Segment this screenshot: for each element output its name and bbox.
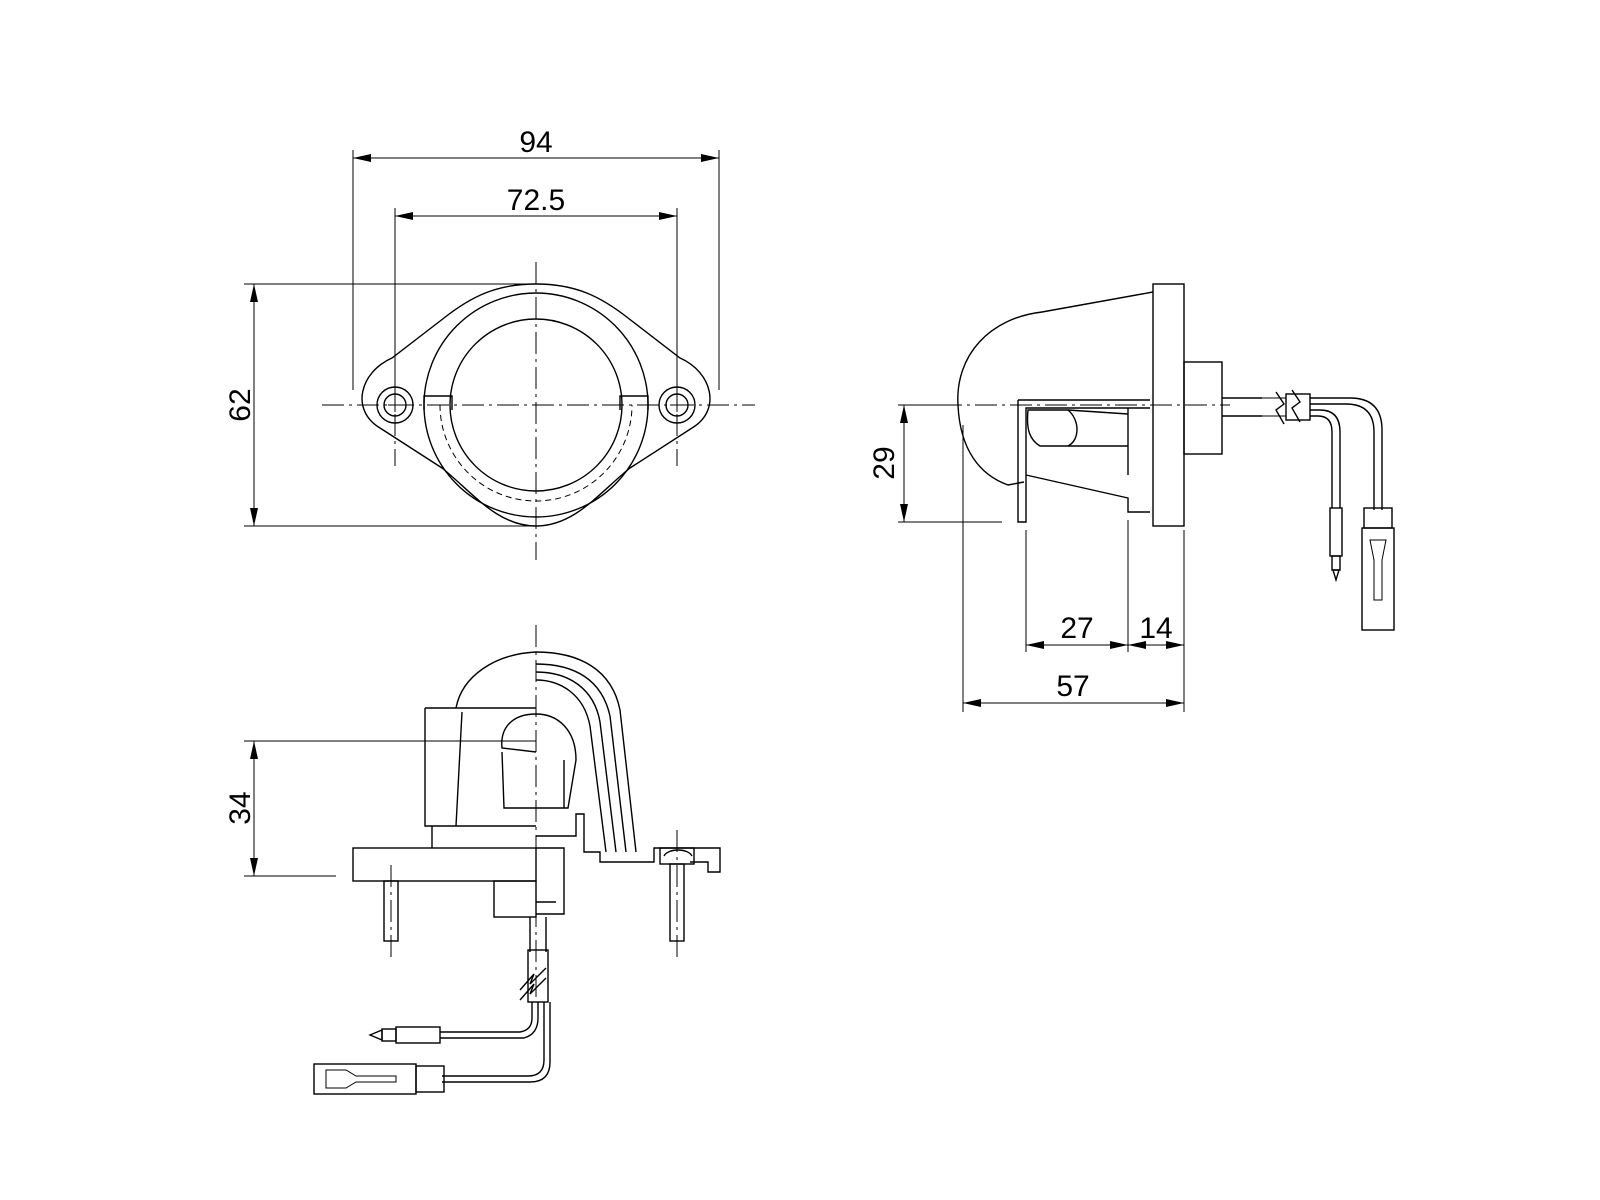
dimension-overall-width: 94 bbox=[352, 126, 720, 390]
dimension-overall-height: 62 bbox=[224, 283, 530, 527]
dimension-body-height: 34 bbox=[224, 740, 536, 877]
side-view bbox=[905, 283, 1395, 631]
dim-label-14: 14 bbox=[1139, 612, 1172, 645]
dim-label-34: 34 bbox=[224, 791, 257, 824]
dimension-hole-spacing: 72.5 bbox=[394, 184, 678, 388]
dim-label-62: 62 bbox=[224, 388, 257, 421]
dim-label-57: 57 bbox=[1056, 670, 1089, 703]
front-view bbox=[322, 262, 755, 560]
dimension-depths: 27 14 57 bbox=[962, 425, 1185, 712]
dim-label-29: 29 bbox=[868, 446, 901, 479]
dim-label-27: 27 bbox=[1060, 612, 1093, 645]
dim-label-72-5: 72.5 bbox=[507, 184, 565, 217]
dimension-side-depth: 29 bbox=[868, 404, 1002, 523]
dim-label-94: 94 bbox=[519, 126, 552, 159]
bottom-view bbox=[313, 625, 721, 1095]
